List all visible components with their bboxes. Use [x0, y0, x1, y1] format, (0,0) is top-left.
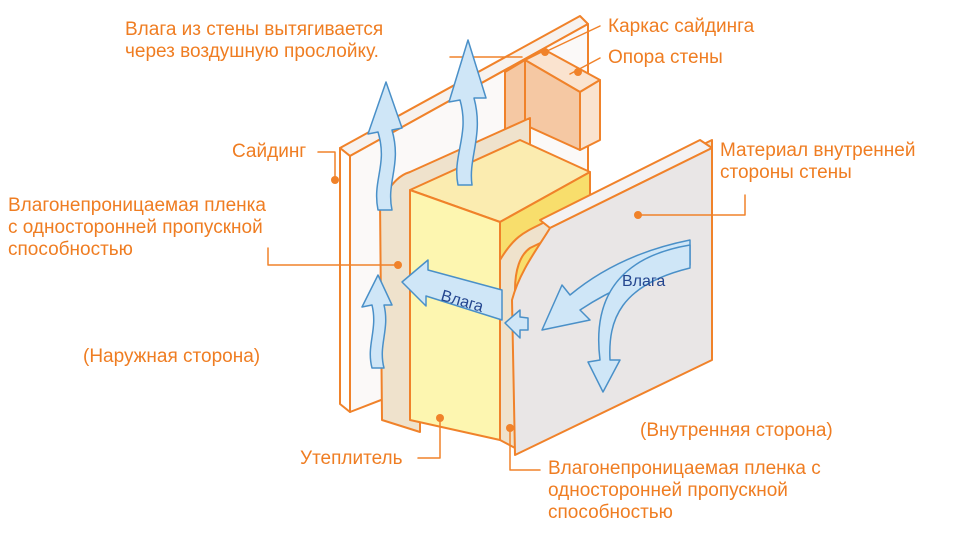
label-inner-material: Материал внутренней стороны стены	[720, 140, 916, 183]
moisture-up-arrow-middle	[448, 39, 487, 186]
moisture-label-right: Влага	[622, 273, 665, 290]
label-membrane-outer: Влагонепроницаемая пленка с односторонне…	[8, 195, 266, 260]
dot-insulation	[436, 414, 444, 422]
label-siding-frame: Каркас сайдинга	[608, 16, 755, 37]
leader-insulation	[417, 419, 441, 459]
label-membrane-inner: Влагонепроницаемая пленка с односторонне…	[548, 458, 821, 523]
leader-siding	[317, 151, 336, 179]
leader-membrane-inner	[509, 427, 541, 471]
wall-support-stud-side	[579, 79, 601, 151]
leader-inner-material	[639, 194, 746, 216]
label-wall-support: Опора стены	[608, 47, 723, 68]
moisture-up-arrow-lower	[361, 274, 393, 369]
leader-membrane-outer	[267, 247, 399, 266]
dot-siding-frame	[541, 48, 549, 56]
label-insulation: Утеплитель	[300, 448, 403, 469]
dot-siding	[331, 176, 339, 184]
moisture-arrow-curved-down	[587, 244, 691, 393]
label-moisture-from-wall: Влага из стены вытягивается через воздуш…	[125, 19, 384, 62]
dot-wall-support	[574, 68, 582, 76]
label-outside: (Наружная сторона)	[83, 346, 261, 367]
dot-membrane-outer	[394, 261, 402, 269]
moisture-up-arrow-left	[367, 81, 403, 211]
moisture-arrow-through-insulation	[401, 259, 503, 321]
dot-inner-material	[634, 211, 642, 219]
leader-siding-frame	[544, 25, 601, 53]
dot-membrane-inner	[506, 424, 514, 432]
moisture-arrow-small-inner	[504, 309, 529, 339]
label-inside: (Внутренняя сторона)	[640, 420, 833, 441]
siding-board-edge	[339, 147, 351, 413]
label-siding: Сайдинг	[232, 141, 307, 162]
